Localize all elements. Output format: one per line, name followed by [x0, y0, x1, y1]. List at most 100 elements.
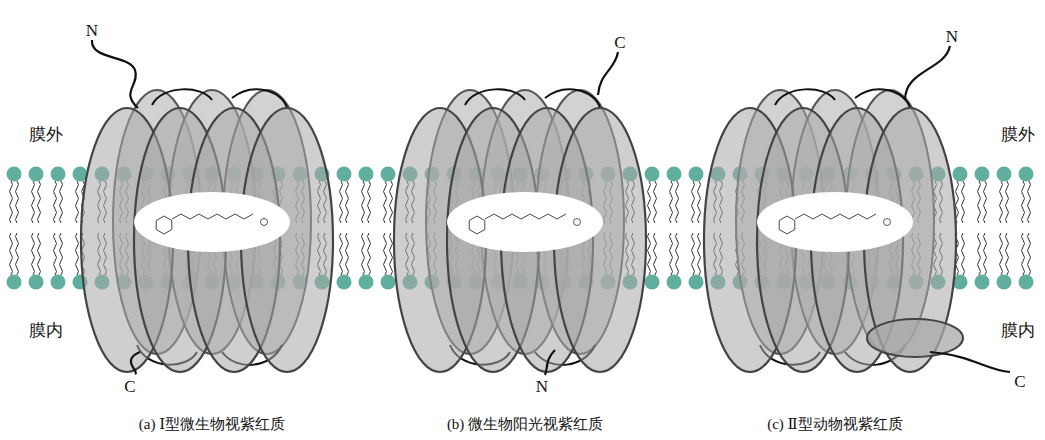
caption: (c) Ⅱ型动物视紫红质	[767, 417, 903, 432]
lipid-tail	[962, 181, 965, 223]
lipid-tail	[16, 233, 19, 275]
lipid-tail	[1028, 233, 1031, 275]
rhodopsin-protein	[81, 89, 333, 372]
lipid-tail	[384, 181, 387, 223]
lipid-tail	[32, 233, 35, 275]
terminus-label: N	[536, 378, 548, 395]
lipid-head	[645, 275, 660, 290]
lipid-tail	[390, 233, 393, 275]
lipid-tail	[692, 181, 695, 223]
lipid-head	[975, 275, 990, 290]
retinal-ring	[156, 216, 172, 234]
lipid-tail	[1028, 181, 1031, 223]
lipid-tail	[76, 181, 79, 223]
terminus-label: C	[1014, 373, 1025, 390]
lipid-tail	[1022, 233, 1025, 275]
lipid-tail	[698, 233, 701, 275]
terminus-chain	[92, 40, 138, 108]
lipid-tail	[692, 233, 695, 275]
lipid-head	[689, 167, 704, 182]
lipid-tail	[390, 181, 393, 223]
region-label: 膜内	[29, 322, 63, 339]
lipid-head	[997, 275, 1012, 290]
lipid-head	[381, 167, 396, 182]
lipid-head	[359, 167, 374, 182]
rhodopsin-protein	[704, 89, 963, 372]
lipid-tail	[340, 233, 343, 275]
lipid-tail	[984, 181, 987, 223]
lipid-tail	[340, 181, 343, 223]
lipid-tail	[32, 181, 35, 223]
terminus-chain	[545, 350, 555, 375]
lipid-head	[51, 167, 66, 182]
lipid-tail	[978, 233, 981, 275]
terminus-label: C	[124, 378, 135, 395]
lipid-tail	[60, 181, 63, 223]
lipid-head	[51, 275, 66, 290]
lipid-head	[337, 275, 352, 290]
caption: (b) 微生物阳光视紫红质	[447, 417, 603, 432]
lipid-tail	[1000, 233, 1003, 275]
lipid-tail	[38, 181, 41, 223]
retinal-ring	[779, 216, 795, 234]
terminus-label: C	[614, 34, 625, 51]
proteins	[81, 40, 1010, 375]
lipid-tail	[670, 233, 673, 275]
retinal-ring	[469, 216, 485, 234]
terminus-chain	[598, 52, 618, 95]
retinal-chain	[485, 214, 566, 219]
lipid-head	[997, 167, 1012, 182]
lipid-tail	[654, 181, 657, 223]
schiff-base	[574, 219, 581, 226]
lipid-head	[29, 167, 44, 182]
terminus-chain	[905, 46, 950, 100]
schiff-base	[261, 219, 268, 226]
loop	[152, 89, 287, 108]
terminus-chain	[930, 352, 1010, 372]
lipid-tail	[362, 181, 365, 223]
retinal-chain	[795, 214, 876, 219]
lipid-head	[689, 275, 704, 290]
lipid-tail	[16, 181, 19, 223]
lipid-tail	[38, 233, 41, 275]
lipid-tail	[978, 181, 981, 223]
lipid-head	[1019, 167, 1034, 182]
lipid-tail	[962, 233, 965, 275]
lipid-tail	[362, 233, 365, 275]
lipid-head	[29, 275, 44, 290]
lipid-tail	[384, 233, 387, 275]
lipid-head	[645, 167, 660, 182]
lipid-tail	[648, 181, 651, 223]
lipid-tail	[346, 233, 349, 275]
lipid-tail	[676, 181, 679, 223]
lipid-tail	[368, 181, 371, 223]
retinal-pocket	[757, 192, 913, 252]
lipid-tail	[76, 233, 79, 275]
terminus-label: N	[86, 22, 98, 39]
lipid-tail	[1006, 181, 1009, 223]
lipid-head	[667, 275, 682, 290]
lipid-tail	[676, 233, 679, 275]
caption: (a) Ⅰ型微生物视紫红质	[139, 417, 285, 432]
lipid-tail	[1006, 233, 1009, 275]
lipid-tail	[698, 181, 701, 223]
lipid-head	[381, 275, 396, 290]
lipid-head	[667, 167, 682, 182]
lipid-tail	[1022, 181, 1025, 223]
lipid-head	[975, 167, 990, 182]
retinal-pocket	[134, 192, 290, 252]
lipid-tail	[1000, 181, 1003, 223]
lipid-head	[359, 275, 374, 290]
lipid-tail	[654, 233, 657, 275]
lipid-tail	[346, 181, 349, 223]
retinal-chain	[172, 214, 253, 219]
region-label: 膜内	[1001, 322, 1035, 339]
lipid-tail	[54, 233, 57, 275]
lipid-tail	[368, 233, 371, 275]
lipid-tail	[60, 233, 63, 275]
lipid-tail	[54, 181, 57, 223]
loop	[775, 89, 910, 108]
schiff-base	[884, 219, 891, 226]
